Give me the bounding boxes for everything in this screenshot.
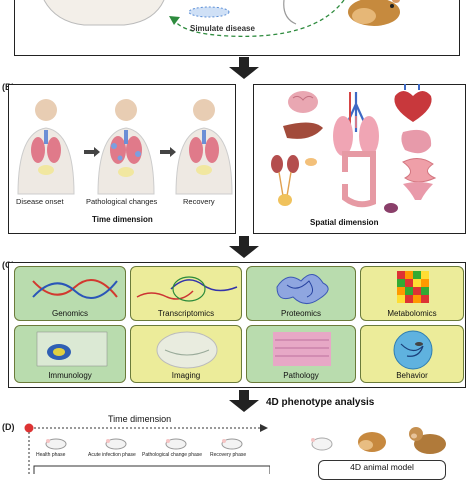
4d-phenotype-analysis-label: 4D phenotype analysis — [266, 397, 375, 408]
tile-genomics-label: Genomics — [51, 309, 88, 318]
mouse-icon — [311, 437, 333, 451]
spatial-dimension-title: Spatial dimension — [310, 218, 379, 227]
tile-proteomics: Proteomics — [246, 266, 356, 321]
phase-acute: Acute infection phase — [88, 452, 136, 458]
hamster-icon — [358, 432, 386, 452]
4d-animal-model-label: 4D animal model — [350, 462, 414, 472]
time-arrow-1 — [84, 147, 100, 157]
panel-d-timeline — [24, 423, 270, 474]
flow-cytometry-icon — [36, 331, 108, 367]
stomach-icon — [401, 129, 432, 154]
tile-behavior: Behavior — [360, 325, 464, 383]
time-step-3: Recovery — [183, 197, 215, 206]
tile-metabolomics: Metabolomics — [360, 266, 464, 321]
arrow-a-to-b — [229, 57, 259, 79]
time-step-2: Pathological changes — [86, 197, 158, 206]
time-arrow-2 — [160, 147, 176, 157]
heart-icon — [394, 91, 432, 122]
lungs-icon — [333, 116, 353, 156]
arrow-b-to-c — [229, 236, 259, 258]
time-dimension-title: Time dimension — [92, 215, 153, 224]
phase-health: Health phase — [36, 452, 66, 458]
spatial-dimension-organs — [271, 84, 437, 213]
arrow-c-to-d — [229, 390, 259, 412]
spleen-icon — [384, 203, 398, 213]
time-dimension-figures — [17, 99, 233, 195]
kidney-icon — [271, 155, 283, 173]
liver-icon — [283, 122, 323, 139]
monkey-icon — [409, 427, 446, 454]
tile-proteomics-label: Proteomics — [280, 309, 321, 318]
simulate-arc — [173, 0, 345, 38]
maze-icon — [393, 330, 433, 370]
mouse-pathological-icon — [165, 438, 187, 450]
panel-a-illustration — [43, 0, 400, 38]
brain-icon — [288, 91, 318, 113]
simulate-disease-caption: Simulate disease — [190, 24, 255, 33]
colon-icon — [342, 151, 376, 208]
figure-pathological — [97, 99, 155, 195]
tile-pathology: Pathology — [246, 325, 356, 383]
time-step-1: Disease onset — [16, 197, 64, 206]
tile-immunology: Immunology — [14, 325, 126, 383]
mouse-health-icon — [45, 438, 67, 450]
tile-behavior-label: Behavior — [396, 371, 428, 380]
panel-d-time-title: Time dimension — [108, 414, 172, 424]
mouse-acute-icon — [105, 438, 127, 450]
pancreas-icon — [305, 158, 317, 166]
rna-icon — [136, 276, 238, 302]
figure-recovery — [175, 99, 233, 195]
tile-imaging: Imaging — [130, 325, 242, 383]
heatmap-icon — [397, 271, 429, 303]
dna-icon — [32, 278, 118, 300]
phase-pathological: Pathological change phase — [142, 452, 203, 458]
intestine-icon — [402, 158, 437, 183]
panel-d-animals — [311, 427, 446, 454]
brain-scan-icon — [156, 331, 218, 369]
uterus-icon — [403, 182, 433, 200]
tile-metabolomics-label: Metabolomics — [387, 309, 437, 318]
bladder-icon — [278, 194, 292, 206]
tile-imaging-label: Imaging — [171, 371, 201, 380]
tile-immunology-label: Immunology — [48, 371, 92, 380]
tile-pathology-label: Pathology — [283, 371, 319, 380]
phase-recovery: Recovery phase — [210, 452, 247, 458]
protein-icon — [276, 274, 329, 304]
tissue-section-icon — [273, 332, 331, 366]
tile-transcriptomics-label: Transcriptomics — [157, 309, 215, 318]
tile-transcriptomics: Transcriptomics — [130, 266, 242, 321]
figure-disease-onset — [17, 99, 75, 195]
tile-genomics: Genomics — [14, 266, 126, 321]
mouse-recovery-icon — [221, 438, 243, 450]
panel-d-letter: (D) — [2, 422, 15, 432]
